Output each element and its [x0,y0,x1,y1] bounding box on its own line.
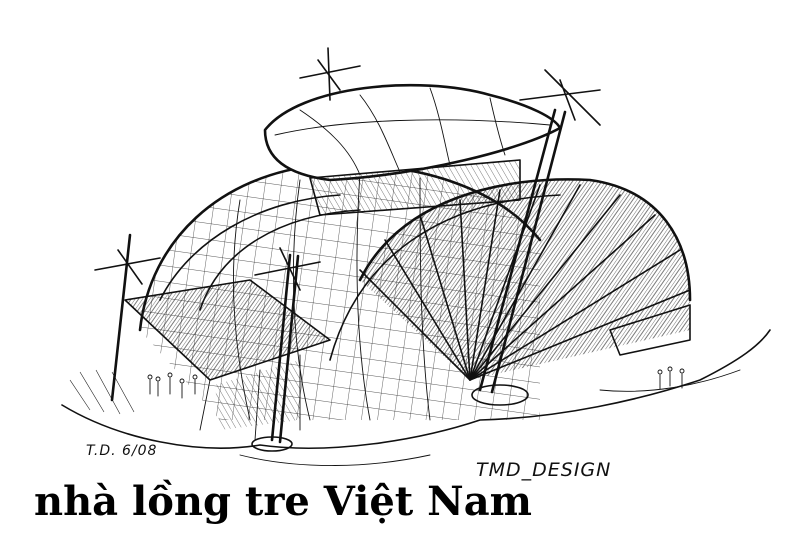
ground-plaza [61,329,771,466]
bamboo-mast-front [251,247,321,452]
fan-structure [329,178,692,381]
bamboo-mast-center [471,69,601,406]
bamboo-mast-left [94,233,161,402]
designer-signature: TMD_DESIGN [476,459,612,481]
bamboo-mast-top [299,47,361,101]
people-figures [147,366,685,399]
caption: nhà lồng tre Việt Nam [34,478,532,525]
date-signature: T.D. 6/08 [86,443,158,459]
